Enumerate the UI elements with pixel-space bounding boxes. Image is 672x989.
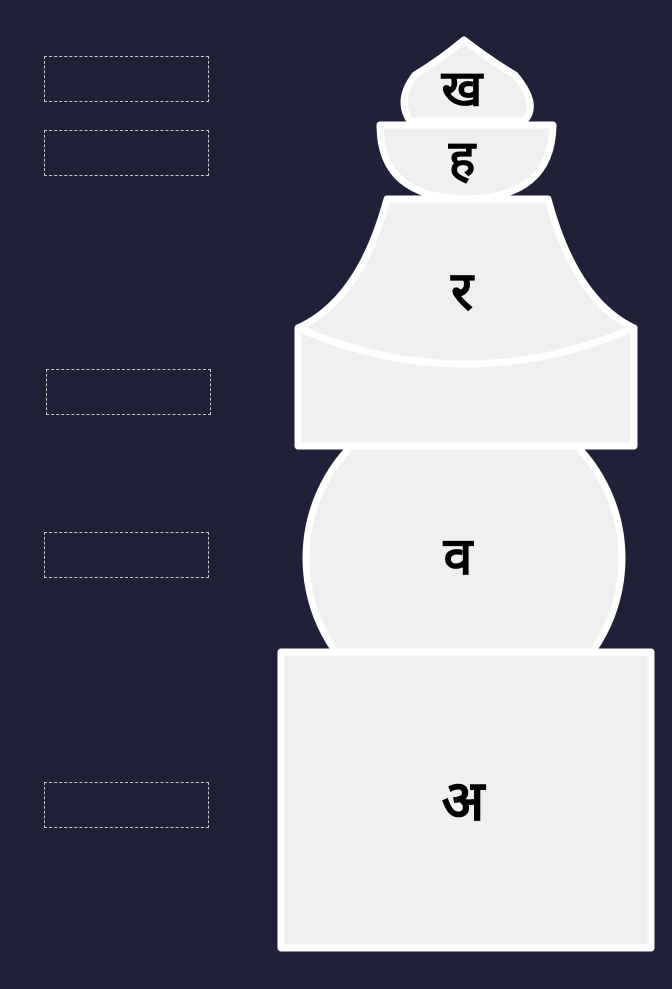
- drop-slot-2[interactable]: [44, 130, 209, 176]
- bowl-letter: ह: [448, 130, 478, 188]
- stupa-base-piece[interactable]: अ: [277, 648, 655, 952]
- drop-slot-3[interactable]: [46, 369, 211, 415]
- finial-letter: ख: [441, 60, 485, 118]
- roof-letter: र: [450, 260, 475, 323]
- stupa-bowl-piece[interactable]: ह: [376, 121, 557, 203]
- drop-slot-5[interactable]: [44, 782, 209, 828]
- stupa-finial-piece[interactable]: ख: [400, 36, 534, 125]
- stupa-roof-piece[interactable]: र: [294, 195, 638, 450]
- drop-slot-4[interactable]: [44, 532, 209, 578]
- drop-slot-1[interactable]: [44, 56, 209, 102]
- sphere-letter: व: [443, 527, 475, 587]
- base-letter: अ: [442, 769, 487, 834]
